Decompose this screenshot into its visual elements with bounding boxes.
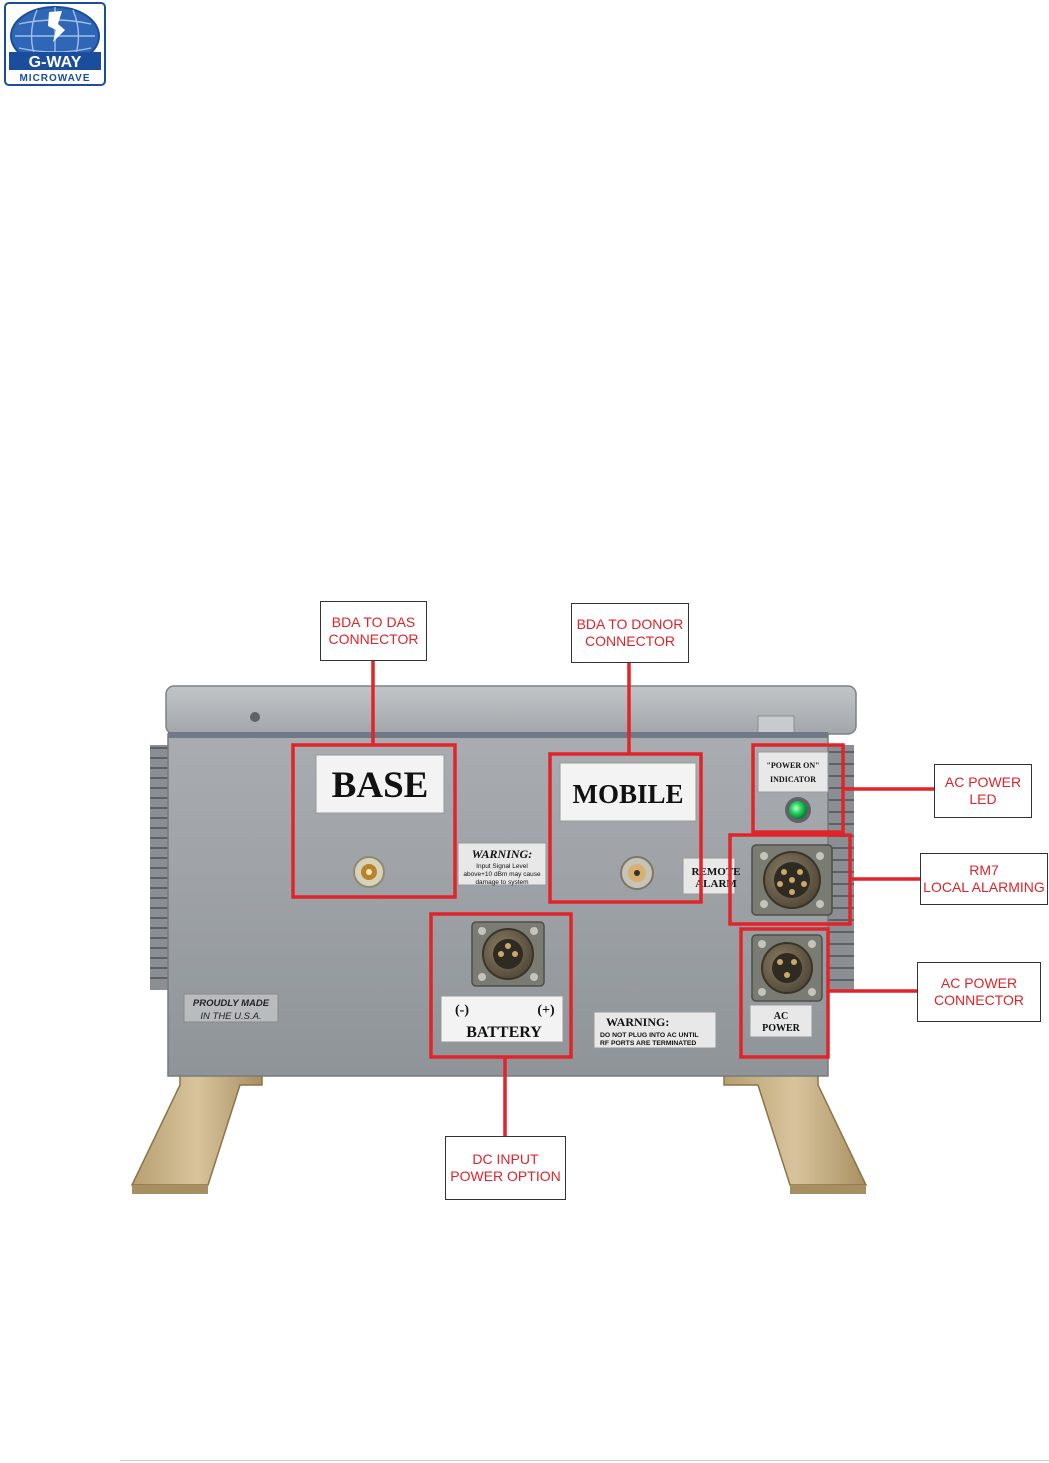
callout-ac-power-led: AC POWER LED	[934, 764, 1032, 818]
ac-label-line2: POWER	[762, 1023, 801, 1034]
g-way-microwave-logo: G-WAY MICROWAVE	[4, 2, 106, 86]
right-mounting-bracket	[723, 1062, 868, 1194]
logo-brand-text: G-WAY	[29, 54, 82, 71]
remote-alarm-line1: REMOTE	[692, 866, 741, 878]
mobile-highlight-box	[548, 752, 703, 904]
made-in-usa-line1: PROUDLY MADE	[193, 998, 270, 1009]
base-rf-connector	[353, 856, 385, 888]
callout-dc-input-power-option: DC INPUT POWER OPTION	[445, 1136, 566, 1200]
battery-minus-label: (-)	[455, 1003, 469, 1018]
power-led-indicator	[789, 801, 807, 819]
battery-label: BATTERY	[466, 1024, 542, 1041]
rm7-alarm-connector	[751, 844, 833, 916]
battery-dc-connector	[471, 921, 545, 987]
warning2-title: WARNING:	[606, 1015, 669, 1029]
ac-power-plug-connector	[751, 934, 823, 1002]
warning1-line1: Input Signal Level	[476, 863, 528, 870]
warning1-line3: damage to system	[475, 879, 528, 886]
left-mounting-bracket	[130, 1062, 263, 1194]
battery-plus-label: (+)	[537, 1003, 555, 1018]
ac-label-line1: AC	[774, 1011, 788, 1022]
callout-ac-power-connector: AC POWER CONNECTOR	[917, 962, 1041, 1022]
ac-power-highlight-box	[739, 927, 830, 1059]
battery-highlight-box	[429, 912, 573, 1059]
warning2-line2: RF PORTS ARE TERMINATED	[600, 1040, 696, 1047]
warning2-line1: DO NOT PLUG INTO AC UNTIL	[600, 1032, 699, 1039]
callout-bda-to-das: BDA TO DAS CONNECTOR	[320, 601, 427, 661]
remote-alarm-line2: ALARM	[695, 878, 737, 890]
warning1-title: WARNING:	[472, 847, 532, 861]
base-label: BASE	[332, 765, 429, 806]
power-on-line1: "POWER ON"	[766, 761, 819, 770]
lid-screw-icon	[250, 712, 260, 722]
mobile-label: MOBILE	[572, 779, 683, 809]
callout-rm7-local-alarming: RM7 LOCAL ALARMING	[920, 853, 1048, 905]
mobile-rf-connector	[620, 856, 654, 890]
footer-rule	[120, 1460, 1049, 1461]
lightning-figure-icon	[48, 11, 65, 42]
logo-sub-text: MICROWAVE	[19, 73, 90, 84]
power-on-line2: INDICATOR	[770, 775, 816, 784]
warning1-line2: above+10 dBm may cause	[463, 871, 541, 878]
left-heat-sink-fins	[150, 745, 168, 990]
callout-bda-to-donor: BDA TO DONOR CONNECTOR	[571, 603, 689, 663]
made-in-usa-line2: IN THE U.S.A.	[200, 1011, 261, 1022]
